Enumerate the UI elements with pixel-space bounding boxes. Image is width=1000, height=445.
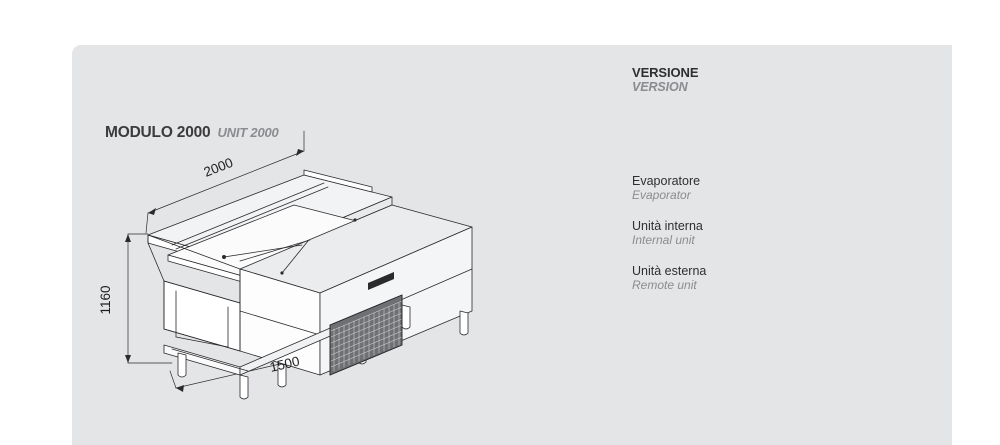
spec-label-english: Evaporator xyxy=(632,188,691,203)
spec-label-italian: VERSIONE xyxy=(632,64,699,80)
spec-row-value-cell-1[interactable] xyxy=(734,45,841,115)
spec-label-english: VERSION xyxy=(632,80,688,95)
spec-row-value-cell-1[interactable] xyxy=(734,302,841,412)
spec-table-row xyxy=(617,118,952,164)
spec-row-value-cell-2[interactable] xyxy=(845,302,952,412)
spec-row-value-cell-2[interactable] xyxy=(845,257,952,299)
spec-row-value-cell-2[interactable] xyxy=(845,45,952,115)
module-title-italian: MODULO 2000 xyxy=(105,124,211,141)
spec-row-value-cell-1[interactable] xyxy=(734,118,841,164)
spec-row-value-cell-1[interactable] xyxy=(734,212,841,254)
dimension-label-depth: 1500 xyxy=(268,354,301,375)
spec-row-value-cell-2[interactable] xyxy=(845,167,952,209)
spec-row-label-cell xyxy=(617,118,730,164)
spec-label-english: Remote unit xyxy=(632,278,697,293)
spec-row-value-cell-2[interactable] xyxy=(845,118,952,164)
spec-label-italian: Unità esterna xyxy=(632,263,707,278)
spec-label-italian: Evaporatore xyxy=(632,173,701,188)
spec-row-value-cell-1[interactable] xyxy=(734,257,841,299)
spec-row-label-cell xyxy=(617,302,730,412)
spec-label-english: Internal unit xyxy=(632,233,695,248)
module-title-english: UNIT 2000 xyxy=(217,125,279,140)
page-title: MODULO 2000 UNIT 2000 xyxy=(105,125,279,141)
technical-drawing: 2000 1160 1500 xyxy=(98,130,473,400)
dimension-label-length: 2000 xyxy=(202,155,235,180)
spec-row-value-cell-1[interactable] xyxy=(734,167,841,209)
drawing-area: MODULO 2000 UNIT 2000 xyxy=(72,45,617,412)
spec-row-value-cell-2[interactable] xyxy=(845,212,952,254)
dimension-label-height: 1160 xyxy=(98,285,113,314)
spec-label-italian: Unità interna xyxy=(632,218,703,233)
spec-table-row xyxy=(617,302,952,412)
